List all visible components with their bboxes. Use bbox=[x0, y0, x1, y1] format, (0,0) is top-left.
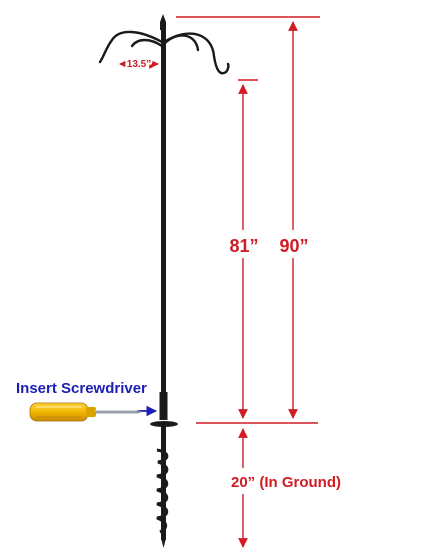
hook-spread-label: 13.5” bbox=[127, 59, 151, 70]
right-inner-hook bbox=[162, 34, 200, 52]
screwdriver-tip bbox=[137, 410, 142, 414]
screwdriver-ferrule bbox=[86, 407, 96, 417]
pole-shaft bbox=[161, 28, 166, 420]
screwdriver-instruction-label: Insert Screwdriver bbox=[16, 380, 147, 397]
left-inner-hook bbox=[130, 38, 164, 48]
screwdriver-shaft bbox=[95, 410, 137, 414]
pole-joint bbox=[159, 392, 168, 420]
auger-shaft bbox=[161, 424, 166, 540]
ground-depth-label: 20” (In Ground) bbox=[231, 474, 341, 491]
auger-tip bbox=[161, 538, 166, 548]
screwdriver-handle bbox=[29, 402, 89, 422]
screwdriver-image bbox=[29, 402, 142, 422]
left-outer-hook bbox=[98, 30, 164, 64]
auger-spiral bbox=[156, 448, 169, 534]
hook-arms bbox=[98, 30, 230, 75]
pole-finial bbox=[160, 14, 166, 30]
total-height-label: 90” bbox=[279, 236, 308, 256]
above-ground-label: 81” bbox=[229, 236, 258, 256]
right-outer-hook bbox=[162, 32, 230, 75]
